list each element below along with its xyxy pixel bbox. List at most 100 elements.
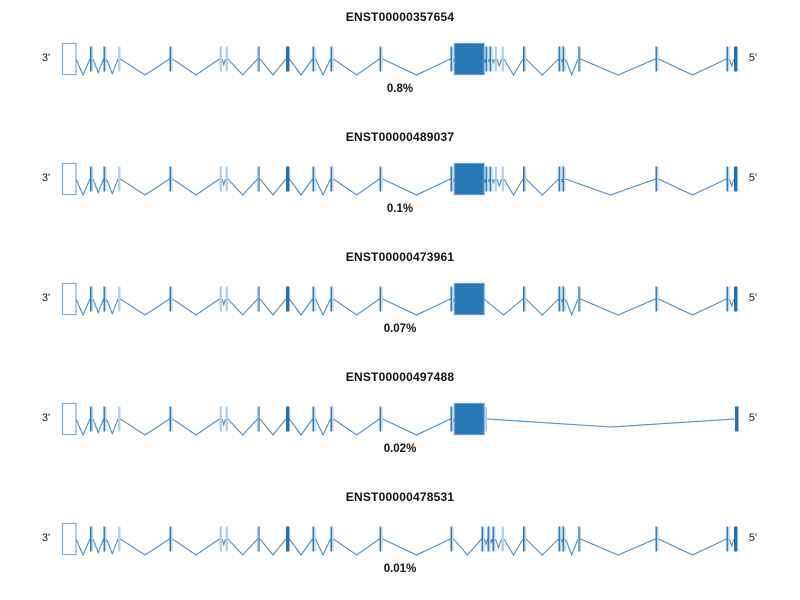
exon-tick bbox=[486, 166, 489, 192]
intron-path bbox=[75, 298, 735, 317]
exon-tick bbox=[485, 166, 487, 192]
exon-tick bbox=[286, 406, 290, 432]
exon-tick bbox=[225, 286, 228, 312]
exon-tick bbox=[655, 286, 657, 312]
track-row: ENST00000357654 3' 5' 0.8% bbox=[0, 0, 800, 120]
exon-tick bbox=[170, 526, 173, 552]
exon-tick bbox=[450, 526, 452, 552]
exon-tick bbox=[656, 46, 659, 72]
exon-tick bbox=[563, 286, 566, 312]
exon-tick bbox=[219, 526, 222, 552]
exon-tick bbox=[225, 526, 228, 552]
exon-tick bbox=[170, 406, 173, 432]
exon-tick bbox=[330, 286, 332, 312]
exon-tick bbox=[451, 286, 454, 312]
exon-tick bbox=[450, 166, 452, 192]
exon-tick bbox=[219, 286, 222, 312]
exon-tick bbox=[313, 286, 316, 312]
exon-tick bbox=[257, 286, 260, 312]
exon-tick bbox=[494, 166, 497, 192]
track-row: ENST00000473961 3' 5' 0.07% bbox=[0, 240, 800, 360]
exon-tick bbox=[331, 286, 334, 312]
exon-tick bbox=[380, 166, 383, 192]
exon-tick bbox=[257, 46, 260, 72]
exon-tick bbox=[380, 526, 383, 552]
exon-tick bbox=[312, 46, 314, 72]
exon-tick bbox=[103, 526, 105, 552]
exon-tick bbox=[578, 286, 581, 312]
exon-tick bbox=[380, 406, 383, 432]
exon-tick bbox=[118, 406, 121, 432]
intron-path bbox=[75, 178, 735, 197]
exon-tick bbox=[169, 406, 171, 432]
exon-tick bbox=[451, 46, 454, 72]
exon-tick bbox=[655, 166, 657, 192]
exon-tick bbox=[313, 46, 316, 72]
exon-tick bbox=[482, 526, 485, 552]
exon-tick bbox=[493, 526, 496, 552]
large-exon bbox=[453, 162, 485, 196]
exon-tick bbox=[735, 406, 739, 432]
exon-tick bbox=[170, 286, 173, 312]
track-row: ENST00000478531 3' 5' 0.01% bbox=[0, 480, 800, 600]
exon-tick bbox=[330, 166, 332, 192]
exon-tick bbox=[450, 286, 452, 312]
prime3-label: 3' bbox=[41, 52, 51, 64]
exon-tick bbox=[655, 526, 657, 552]
percent-label: 0.01% bbox=[383, 563, 417, 575]
exon-tick bbox=[487, 526, 489, 552]
exon-tick bbox=[734, 286, 738, 312]
transcript-diagram bbox=[61, 402, 739, 437]
exon-tick bbox=[727, 526, 730, 552]
utr-open-box bbox=[61, 162, 77, 196]
transcript-diagram bbox=[61, 522, 738, 557]
exon-tick bbox=[225, 166, 228, 192]
percent-label: 0.1% bbox=[386, 203, 414, 215]
exon-tick bbox=[379, 286, 381, 312]
exon-tick bbox=[118, 286, 121, 312]
utr-open-box bbox=[61, 282, 77, 316]
exon-tick bbox=[489, 166, 491, 192]
prime5-label: 5' bbox=[748, 172, 758, 184]
exon-tick bbox=[91, 526, 93, 552]
exon-tick bbox=[104, 406, 107, 432]
exon-tick bbox=[524, 286, 526, 312]
intron-path bbox=[75, 58, 735, 77]
exon-tick bbox=[91, 166, 93, 192]
large-exon bbox=[453, 402, 485, 436]
exon-tick bbox=[118, 166, 121, 192]
exon-tick bbox=[90, 166, 92, 192]
track-title: ENST00000478531 bbox=[345, 490, 455, 504]
transcript-diagram bbox=[61, 42, 738, 77]
track-title: ENST00000357654 bbox=[345, 10, 455, 24]
exon-tick bbox=[286, 46, 290, 72]
exon-tick bbox=[331, 406, 334, 432]
exon-tick bbox=[559, 286, 562, 312]
prime5-label: 5' bbox=[748, 292, 758, 304]
exon-tick bbox=[501, 166, 504, 192]
exon-tick bbox=[523, 526, 525, 552]
exon-tick bbox=[450, 46, 452, 72]
exon-tick bbox=[559, 526, 562, 552]
exon-tick bbox=[225, 46, 228, 72]
exon-tick bbox=[103, 166, 105, 192]
exon-tick bbox=[523, 286, 525, 312]
exon-tick bbox=[562, 166, 564, 192]
exon-tick bbox=[225, 406, 228, 432]
exon-tick bbox=[90, 526, 92, 552]
utr-open-box bbox=[61, 522, 77, 556]
exon-tick bbox=[257, 526, 260, 552]
exon-tick bbox=[379, 166, 381, 192]
exon-tick bbox=[727, 46, 730, 72]
percent-label: 0.02% bbox=[383, 443, 417, 455]
exon-tick bbox=[330, 46, 332, 72]
exon-tick bbox=[450, 406, 452, 432]
exon-tick bbox=[379, 406, 381, 432]
exon-tick bbox=[313, 526, 316, 552]
exon-tick bbox=[656, 286, 659, 312]
exon-tick bbox=[257, 406, 260, 432]
exon-tick bbox=[734, 46, 738, 72]
exon-tick bbox=[523, 46, 525, 72]
exon-tick bbox=[331, 46, 334, 72]
exon-tick bbox=[656, 526, 659, 552]
